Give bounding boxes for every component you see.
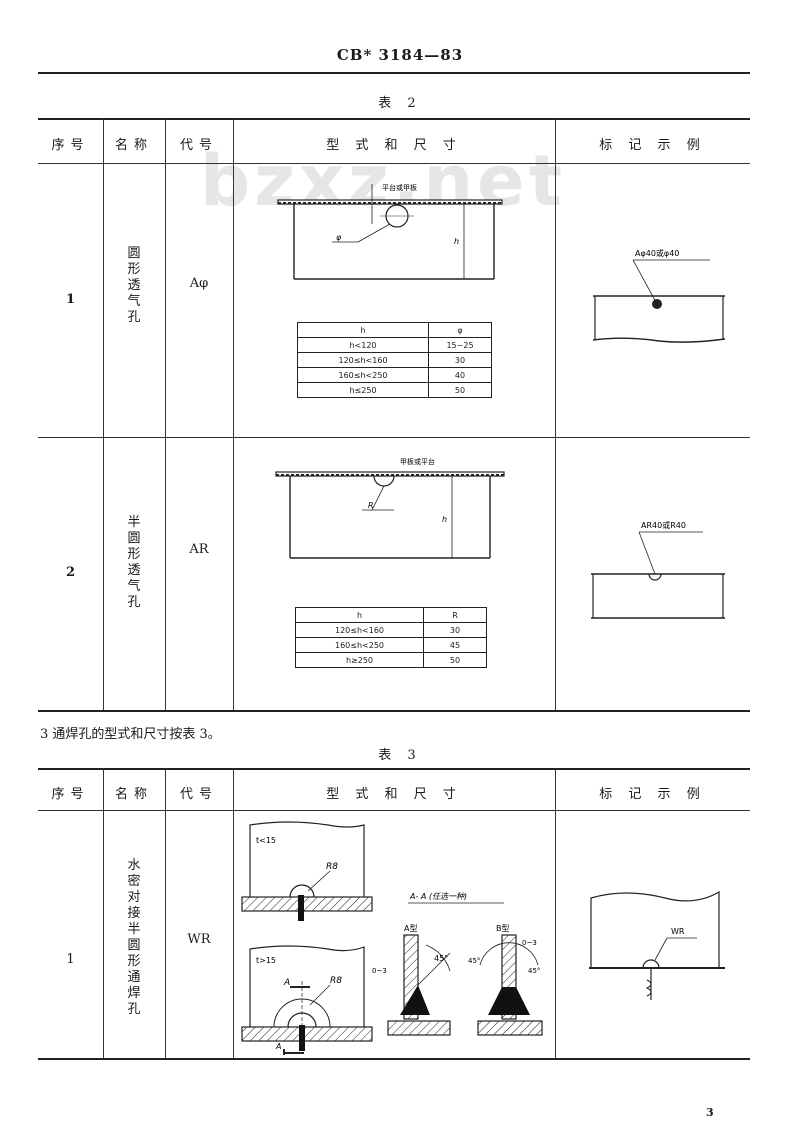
t-large-label: t>15 — [256, 956, 276, 965]
page-number: 3 — [706, 1106, 714, 1119]
angleA-label: 45° — [434, 954, 448, 963]
A-top-label: A — [283, 978, 290, 988]
table2-row2-code: AR — [189, 542, 209, 557]
table2-header-code: 代号 — [179, 138, 218, 153]
h-label-2: h — [442, 515, 447, 524]
platform-label: 平台或甲板 — [382, 183, 417, 192]
typeA-label: A型 — [404, 924, 417, 933]
table2-row1-no: 1 — [65, 292, 76, 307]
table3-row1-name: 水密对接半圆形通焊孔 — [127, 858, 141, 1017]
A-bottom-label: A — [275, 1042, 281, 1051]
header-rule — [38, 72, 750, 74]
angleB1-label: 45° — [468, 957, 480, 965]
mark-label-semicircle: AR40或R40 — [641, 520, 686, 530]
table2-header-name: 名称 — [114, 138, 153, 153]
table3-header-mark: 标 记 示 例 — [599, 787, 706, 802]
watermark: bzxz.net — [200, 140, 567, 222]
typeB-label: B型 — [496, 924, 510, 933]
section-3-paragraph: 3 通焊孔的型式和尺寸按表 3。 — [40, 727, 221, 742]
round-vent-hole-drawing: 平台或甲板 φ h — [277, 183, 503, 280]
weld-hole-mark-example: WR — [589, 890, 725, 1000]
table2-header-mark: 标 记 示 例 — [599, 138, 706, 153]
table2-row1-code: Aφ — [189, 276, 209, 291]
t-small-label: t<15 — [256, 836, 276, 845]
table3-header-no: 序号 — [51, 787, 90, 802]
table2-header-no: 序号 — [51, 138, 90, 153]
R-label: R — [368, 501, 374, 510]
table3-header-code: 代号 — [179, 787, 218, 802]
R8-a-label: R8 — [326, 862, 338, 872]
gapA-label: 0~3 — [372, 967, 387, 975]
watertight-weld-hole-drawing: t<15 R8 t>15 A A R8 A- A (任选一种) A型 B型 45… — [241, 821, 543, 1055]
gapB-label: 0~3 — [522, 939, 537, 947]
document-code: CB* 3184—83 — [336, 46, 464, 64]
table2-caption: 表 2 — [378, 96, 422, 111]
table3-caption: 表 3 — [378, 748, 422, 763]
mark-label-WR: WR — [671, 927, 685, 936]
angleB2-label: 45° — [528, 967, 540, 975]
table2-row2-no: 2 — [65, 565, 76, 580]
platform-label-2: 甲板或平台 — [400, 457, 435, 466]
round-hole-mark-example: Aφ40或φ40 — [592, 248, 726, 343]
semicircle-vent-hole-drawing: 甲板或平台 R h — [275, 457, 505, 559]
table2-row2-name: 半圆形透气孔 — [127, 515, 141, 610]
semicircle-hole-mark-example: AR40或R40 — [591, 520, 725, 619]
mark-label-round: Aφ40或φ40 — [635, 248, 679, 258]
R8-b-label: R8 — [330, 976, 342, 986]
table3-header-name: 名称 — [114, 787, 153, 802]
table3-row1-no: 1 — [66, 952, 75, 967]
table2-row1-name: 圆形透气孔 — [127, 246, 141, 325]
table3-row1-code: WR — [187, 932, 211, 947]
h-label: h — [454, 237, 459, 246]
phi-label: φ — [336, 233, 342, 242]
table3-header-form: 型 式 和 尺 寸 — [326, 787, 462, 802]
table2-header-form: 型 式 和 尺 寸 — [326, 138, 462, 153]
section-label: A- A (任选一种) — [409, 892, 467, 901]
